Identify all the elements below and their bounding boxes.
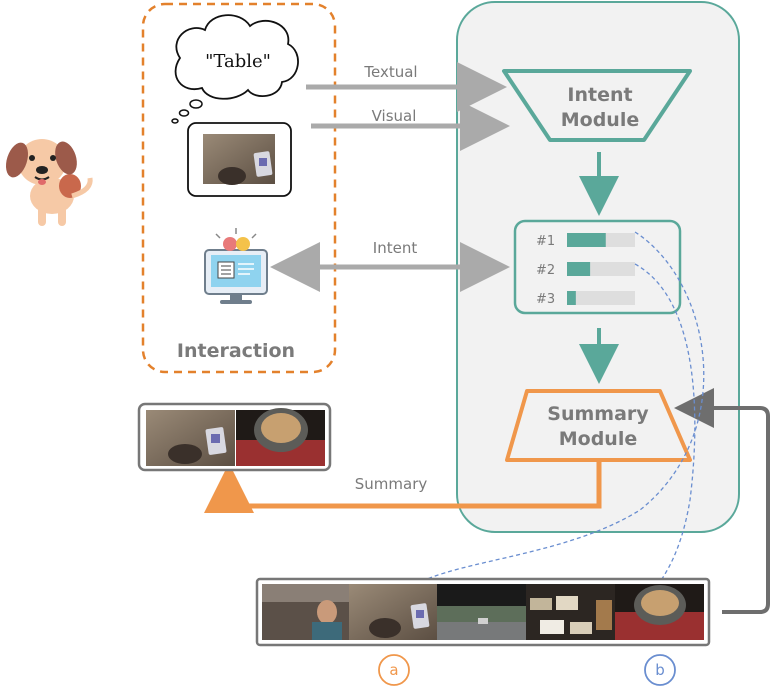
rank1-connector [404, 231, 705, 593]
video-frame-3 [437, 584, 526, 640]
frame-marker-a: a [378, 654, 410, 686]
ranking-label: #2 [536, 263, 555, 278]
thought-bubble: "Table" [171, 14, 299, 124]
video-frame-2 [349, 584, 437, 640]
intent-module-line2: Module [561, 109, 640, 131]
rank2-connector [634, 263, 696, 591]
ranking-bar-track [567, 291, 635, 305]
visual-query-card [187, 122, 292, 197]
video-frame-1 [262, 584, 349, 640]
frame-marker-b: b [644, 654, 676, 686]
ranking-label: #3 [536, 292, 555, 307]
visual-label: Visual [372, 107, 417, 125]
ranking-list: #1 #2 #3 [536, 233, 635, 307]
intent-module-line1: Intent [567, 84, 632, 106]
summary-label: Summary [355, 475, 428, 493]
ranking-label: #1 [536, 234, 555, 249]
feedback-arrow [674, 388, 770, 614]
ranking-bar-fill [567, 262, 591, 276]
video-frame-4 [526, 584, 615, 640]
summary-module-line1: Summary [547, 403, 649, 425]
video-frame-5 [615, 584, 704, 640]
ranking-bar-fill [567, 233, 606, 247]
intent-label: Intent [373, 239, 418, 257]
interaction-title: Interaction [177, 340, 295, 362]
ranking-bar-fill [567, 291, 576, 305]
video-strip [255, 577, 711, 647]
frame-marker-a-label: a [389, 661, 398, 679]
summary-output-strip [137, 402, 332, 472]
summary-module [505, 389, 692, 462]
textual-label: Textual [363, 63, 417, 81]
summary-module-line2: Module [559, 428, 638, 450]
brain-computer-icon [204, 228, 268, 304]
intent-module [502, 69, 692, 142]
interaction-box [141, 2, 337, 374]
frame-marker-b-label: b [655, 661, 665, 679]
thought-text: "Table" [205, 51, 271, 72]
dog-icon [5, 139, 93, 226]
summary-arrow [204, 460, 602, 513]
